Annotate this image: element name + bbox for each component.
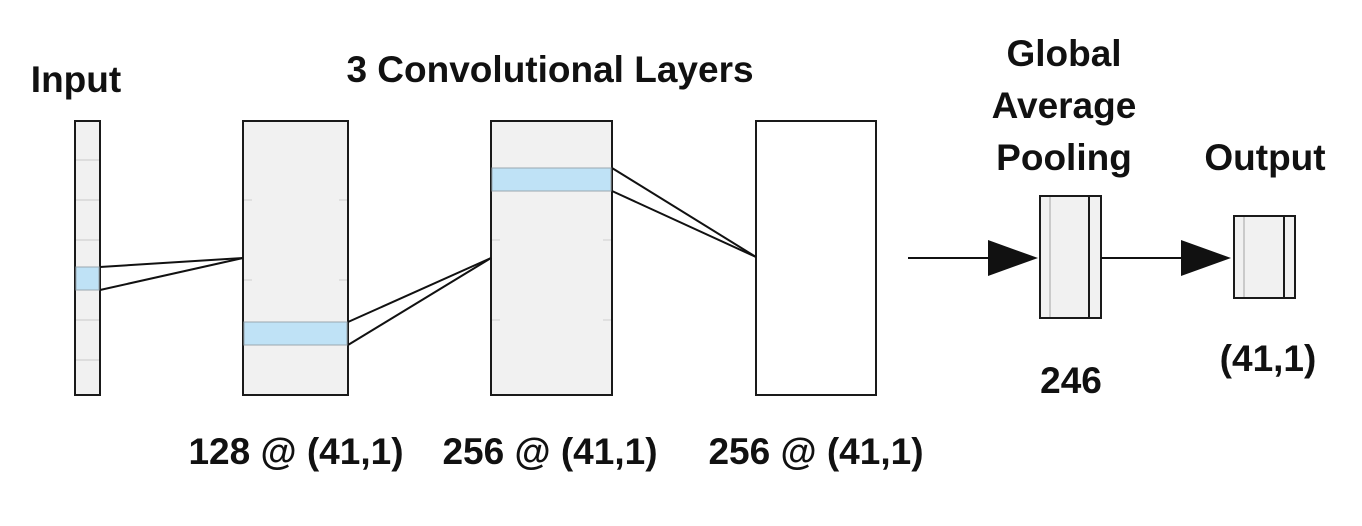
output-block [1233,215,1296,299]
arrow-to-output [1101,240,1231,276]
input-block-body [74,120,101,396]
conv-layer-2-receptive-field [491,167,612,192]
input-block-ticks [76,159,99,361]
input-label: Input [31,59,121,100]
conv-layer-1-body [242,120,349,396]
output-block-body [1233,215,1296,299]
conv-layer-1-ticks [244,199,347,281]
conv-layer-2-body [490,120,613,396]
conv-layer-2-ticks [492,239,611,321]
input-block [74,120,101,396]
output-dims: (41,1) [1220,338,1317,379]
arrow-to-output-head [1181,240,1231,276]
conv-layer-2-dims: 256 @ (41,1) [442,431,657,472]
gap-block-body [1039,195,1102,319]
gap-label-line3: Pooling [996,137,1132,178]
output-label: Output [1204,137,1325,178]
arrow-to-gap-head [988,240,1038,276]
gap-label-line1: Global [1006,33,1121,74]
conv-layer-1-dims: 128 @ (41,1) [188,431,403,472]
conv-layer-3 [755,120,877,396]
gap-block [1039,195,1102,319]
input-receptive-field [75,266,100,291]
connections-conv1-to-conv2 [347,257,492,346]
gap-label-line2: Average [992,85,1137,126]
gap-dims: 246 [1040,360,1102,401]
connections-conv2-to-conv3 [611,167,757,258]
conv-layer-1 [242,120,349,396]
arrow-to-gap [908,240,1038,276]
conv-layer-3-dims: 256 @ (41,1) [708,431,923,472]
conv-layer-1-receptive-field [243,321,348,346]
conv-layers-title: 3 Convolutional Layers [346,49,753,90]
conv-layer-2 [490,120,613,396]
connections-input-to-conv1 [99,257,244,291]
